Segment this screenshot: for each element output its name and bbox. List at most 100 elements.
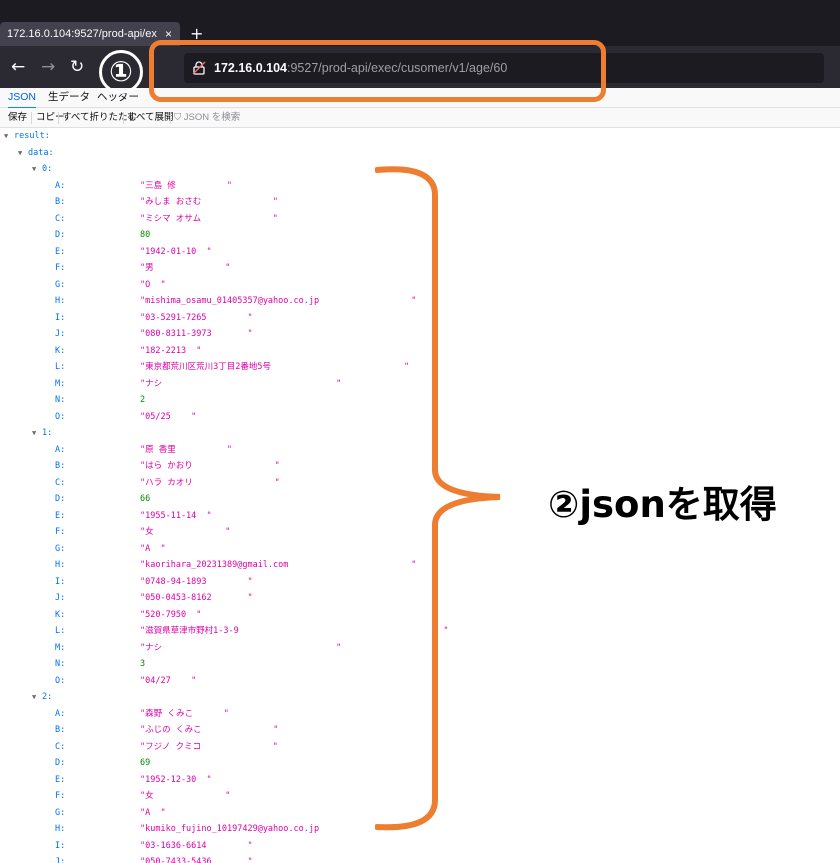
tree-leaf-row: I:"03-1636-6614 " bbox=[55, 838, 840, 855]
json-key: A: bbox=[55, 708, 66, 719]
save-button[interactable]: 保存 bbox=[8, 112, 28, 123]
filter-placeholder: JSON を検索 bbox=[183, 112, 241, 123]
tree-leaf-row: O:"04/27 " bbox=[55, 673, 840, 690]
json-string-value: "三島 修 " bbox=[140, 180, 233, 191]
json-key: A: bbox=[55, 444, 66, 455]
json-string-value: "森野 くみこ " bbox=[140, 708, 229, 719]
json-key: data: bbox=[28, 147, 54, 158]
tree-leaf-row: C:"ハラ カオリ " bbox=[55, 475, 840, 492]
tab-headers[interactable]: ヘッダー bbox=[97, 91, 139, 103]
expand-all-button[interactable]: すべて展開 bbox=[127, 112, 174, 123]
json-number-value: 2 bbox=[140, 395, 146, 405]
tree-leaf-row: L:"東京都荒川区荒川3丁目2番地5号 " bbox=[55, 359, 840, 376]
json-key: D: bbox=[55, 758, 66, 768]
json-string-value: "1952-12-30 " bbox=[140, 774, 212, 785]
expand-toggle-icon[interactable]: ▼ bbox=[32, 429, 37, 437]
json-string-value: "ミシマ オサム " bbox=[140, 213, 278, 224]
json-key: M: bbox=[55, 642, 66, 653]
toolbar-divider bbox=[31, 112, 32, 124]
json-string-value: "182-2213 " bbox=[140, 345, 202, 356]
json-key: L: bbox=[55, 626, 66, 636]
json-filter-input[interactable]: ⛉ JSON を検索 bbox=[174, 108, 240, 128]
json-key: N: bbox=[55, 395, 66, 405]
back-arrow-icon[interactable]: ← bbox=[11, 57, 26, 77]
json-string-value: "みしま おさむ " bbox=[140, 197, 278, 207]
json-string-value: "04/27 " bbox=[140, 675, 197, 686]
json-key: F: bbox=[55, 791, 66, 801]
tree-leaf-row: F:"女 " bbox=[55, 524, 840, 541]
json-key: F: bbox=[55, 263, 66, 273]
reload-icon[interactable]: ↻ bbox=[70, 57, 85, 77]
step-1-marker: ① bbox=[99, 50, 143, 94]
tree-leaf-row: G:"A " bbox=[55, 541, 840, 558]
expand-toggle-icon[interactable]: ▼ bbox=[32, 693, 37, 701]
json-string-value: "1942-01-10 " bbox=[140, 246, 212, 257]
insecure-lock-icon bbox=[192, 61, 206, 75]
json-string-value: "男 " bbox=[140, 263, 231, 273]
json-key: B: bbox=[55, 461, 66, 471]
json-string-value: "ふじの くみこ " bbox=[140, 725, 279, 735]
tree-leaf-row: N:3 bbox=[55, 656, 840, 673]
tree-leaf-row: G:"O " bbox=[55, 277, 840, 294]
json-key: J: bbox=[55, 329, 66, 339]
address-bar[interactable]: 172.16.0.104:9527/prod-api/exec/cusomer/… bbox=[184, 53, 824, 83]
tree-leaf-row: A: "森野 くみこ " bbox=[55, 706, 840, 723]
tree-leaf-row: M:"ナシ " bbox=[55, 376, 840, 393]
json-key: N: bbox=[55, 659, 66, 669]
json-key: B: bbox=[55, 725, 66, 735]
tree-leaf-row: K:"182-2213 " bbox=[55, 343, 840, 360]
json-number-value: 69 bbox=[140, 758, 151, 768]
expand-toggle-icon[interactable]: ▼ bbox=[4, 132, 9, 140]
json-key: C: bbox=[55, 213, 66, 224]
tree-node-record[interactable]: ▼ 1: bbox=[32, 425, 840, 442]
expand-toggle-icon[interactable]: ▼ bbox=[18, 148, 23, 157]
browser-tab-bar: 172.16.0.104:9527/prod-api/exec/cusomer/… bbox=[0, 0, 840, 46]
json-key: H: bbox=[55, 560, 66, 570]
json-key: 1: bbox=[42, 428, 53, 438]
tree-node-record[interactable]: ▼0: bbox=[32, 161, 840, 178]
collapse-all-button[interactable]: すべて折りたたむ bbox=[62, 112, 137, 123]
tree-leaf-row: A:"三島 修 " bbox=[55, 178, 840, 195]
tree-leaf-row: D:66 bbox=[55, 491, 840, 508]
tab-json[interactable]: JSON bbox=[8, 88, 37, 109]
curly-brace-annotation bbox=[375, 166, 501, 831]
json-key: result: bbox=[14, 131, 50, 141]
json-key: E: bbox=[55, 774, 66, 785]
json-string-value: "A " bbox=[140, 807, 166, 818]
json-key: I: bbox=[55, 312, 66, 323]
tree-leaf-row: E:"1942-01-10 " bbox=[55, 244, 840, 261]
copy-button[interactable]: コピー bbox=[36, 112, 65, 123]
tree-leaf-row: K:"520-7950 " bbox=[55, 607, 840, 624]
json-string-value: "050-7433-5436 " bbox=[140, 857, 253, 863]
json-key: M: bbox=[55, 378, 66, 389]
tree-leaf-row: M:"ナシ " bbox=[55, 640, 840, 657]
tree-leaf-row: H:"mishima_osamu_01405357@yahoo.co.jp " bbox=[55, 293, 840, 310]
json-string-value: "東京都荒川区荒川3丁目2番地5号 " bbox=[140, 362, 410, 372]
tree-leaf-row: C: "ミシマ オサム " bbox=[55, 211, 840, 228]
json-string-value: "05/25 " bbox=[140, 411, 197, 422]
json-string-value: "03-5291-7265 " bbox=[140, 312, 253, 323]
json-key: B: bbox=[55, 197, 66, 207]
tree-node-record[interactable]: ▼ 2: bbox=[32, 689, 840, 706]
json-key: I: bbox=[55, 576, 66, 587]
json-string-value: "kaorihara_20231389@gmail.com " bbox=[140, 560, 417, 570]
tab-raw-data[interactable]: 生データ bbox=[48, 91, 90, 103]
tree-leaf-row: H: "kaorihara_20231389@gmail.com " bbox=[55, 557, 840, 574]
forward-arrow-icon[interactable]: → bbox=[41, 57, 56, 77]
tree-leaf-row: E: "1952-12-30 " bbox=[55, 772, 840, 789]
json-key: F: bbox=[55, 527, 66, 537]
tree-node-result[interactable]: ▼ result: bbox=[4, 128, 840, 145]
expand-toggle-icon[interactable]: ▼ bbox=[32, 165, 37, 173]
json-string-value: "はら かおり " bbox=[140, 461, 280, 471]
tree-leaf-row: J:"050-7433-5436 " bbox=[55, 854, 840, 863]
json-key: H: bbox=[55, 296, 66, 306]
tree-leaf-row: F: "男 " bbox=[55, 260, 840, 277]
browser-tab[interactable]: 172.16.0.104:9527/prod-api/exec/cusomer/… bbox=[0, 22, 180, 46]
close-icon[interactable]: × bbox=[164, 27, 172, 41]
new-tab-button[interactable]: + bbox=[190, 24, 204, 43]
tree-leaf-row: C:"フジノ クミコ " bbox=[55, 739, 840, 756]
json-string-value: "原 香里 " bbox=[140, 444, 233, 455]
json-number-value: 80 bbox=[140, 230, 151, 240]
tree-node-data[interactable]: ▼ data: bbox=[18, 145, 840, 162]
json-key: 2: bbox=[42, 692, 53, 702]
